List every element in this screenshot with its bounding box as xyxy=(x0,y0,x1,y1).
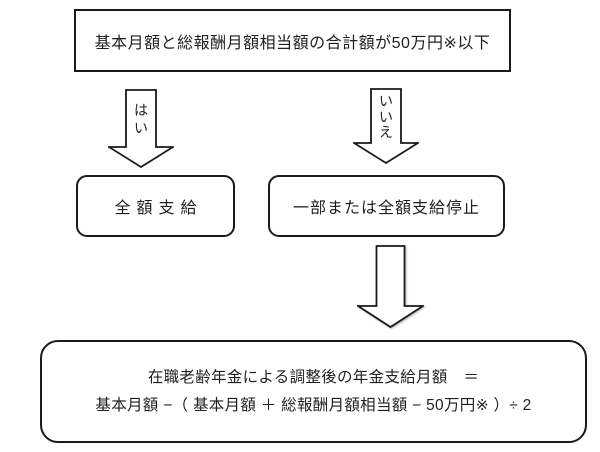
formula-line1: 在職老齢年金による調整後の年金支給月額 ＝ xyxy=(147,368,480,386)
no-arrow-down-icon xyxy=(353,88,419,164)
full-payment-box: 全額支給 xyxy=(76,175,235,237)
formula-box: 在職老齢年金による調整後の年金支給月額 ＝ 基本月額 −（ 基本月額 ＋ 総報酬… xyxy=(40,340,587,443)
yes-arrow-down-icon xyxy=(108,89,174,168)
suspension-box: 一部または全額支給停止 xyxy=(268,175,505,237)
yes-arrow-label: はい xyxy=(134,102,148,136)
condition-text: 基本月額と総報酬月額相当額の合計額が50万円※以下 xyxy=(94,34,491,52)
full-payment-text: 全額支給 xyxy=(114,200,203,217)
no-arrow-label: いいえ xyxy=(379,93,393,140)
formula-line2: 基本月額 −（ 基本月額 ＋ 総報酬月額相当額 − 50万円※ ）÷ 2 xyxy=(95,396,532,414)
condition-box: 基本月額と総報酬月額相当額の合計額が50万円※以下 xyxy=(74,9,511,72)
suspension-text: 一部または全額支給停止 xyxy=(292,200,480,217)
flow-arrow-down-icon xyxy=(357,245,424,329)
